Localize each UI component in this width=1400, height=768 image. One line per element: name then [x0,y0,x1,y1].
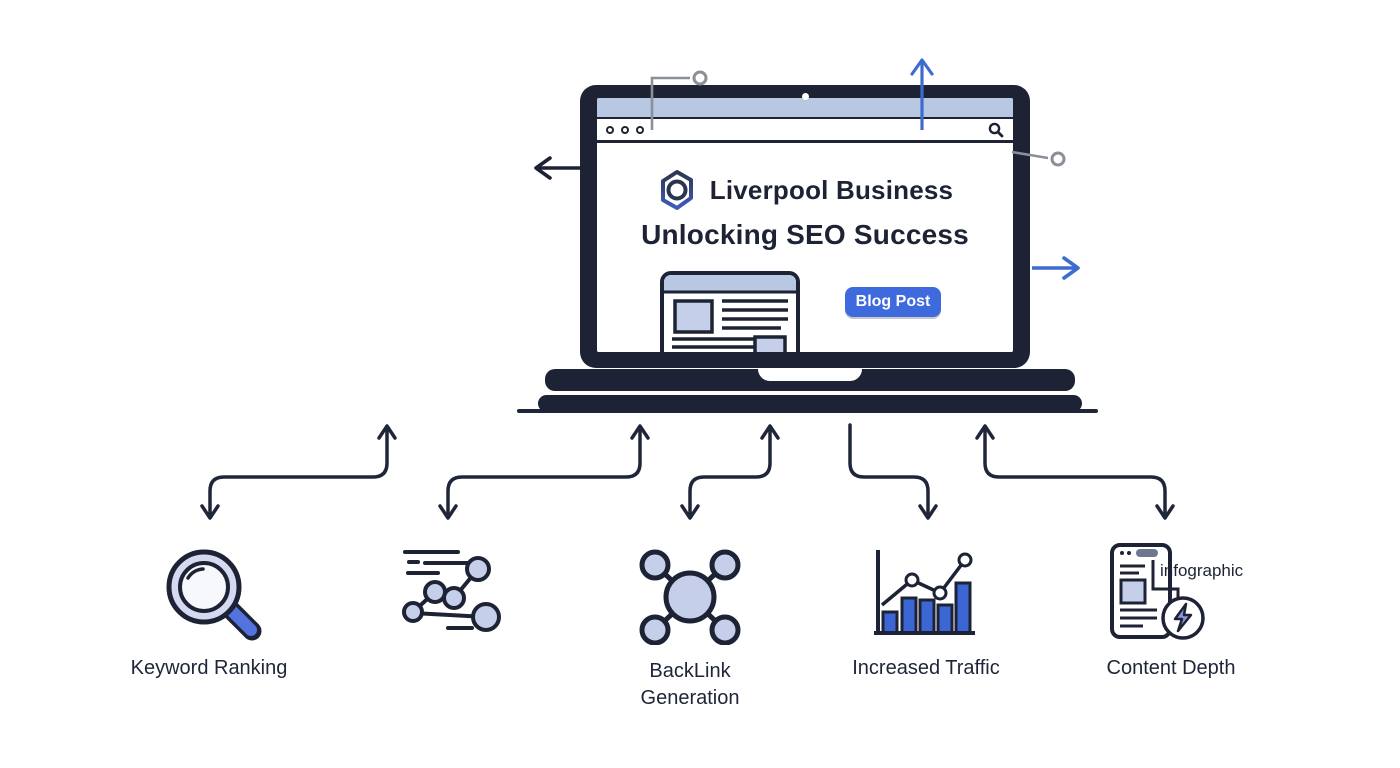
right-arrow-icon [1032,256,1080,280]
document-lightning-icon [1110,543,1205,640]
laptop-illustration: Liverpool Business Unlocking SEO Success [580,85,1030,368]
item-backlink-generation [635,545,745,645]
item-keyword-ranking [160,545,265,645]
laptop-notch [758,369,862,381]
item-increased-traffic [870,545,985,640]
scatter-graph-icon [402,550,501,632]
laptop-bottom-base [538,395,1082,412]
connector-node-right [1011,150,1066,167]
brand-logo-icon [660,170,693,210]
laptop-screen: Liverpool Business Unlocking SEO Success [597,98,1013,352]
left-arrow-icon [534,156,584,180]
item-label-increased-traffic: Increased Traffic [852,657,1000,679]
window-dot [636,125,644,134]
browser-toolbar [597,119,1013,143]
laptop-keyboard-base [545,369,1075,391]
up-arrow-icon [910,58,934,130]
blog-post-button[interactable]: Blog Post [845,287,941,317]
flow-connectors [200,423,1175,520]
window-dot [621,125,629,134]
browser-titlebar [597,98,1013,119]
webcam-dot [801,93,809,100]
page-title: Liverpool Business [709,174,954,205]
item-label-content-depth: Content Depth [1106,657,1236,679]
article-card-illustration [660,271,800,352]
infographic-annotation: infographic [1160,561,1244,580]
item-label-backlink-generation: BackLink Generation [640,660,740,709]
search-icon [988,122,1004,137]
magnifier-icon [166,549,262,641]
bar-chart-icon [874,550,975,635]
page-subtitle: Unlocking SEO Success [641,219,969,250]
webpage-content: Liverpool Business Unlocking SEO Success [597,143,1013,352]
connector-node-top-left [650,70,708,130]
item-ranking-graph [395,540,515,640]
window-dot [606,125,614,134]
item-content-depth [1105,540,1265,650]
item-label-keyword-ranking: Keyword Ranking [130,657,288,679]
network-hub-icon [639,549,741,645]
